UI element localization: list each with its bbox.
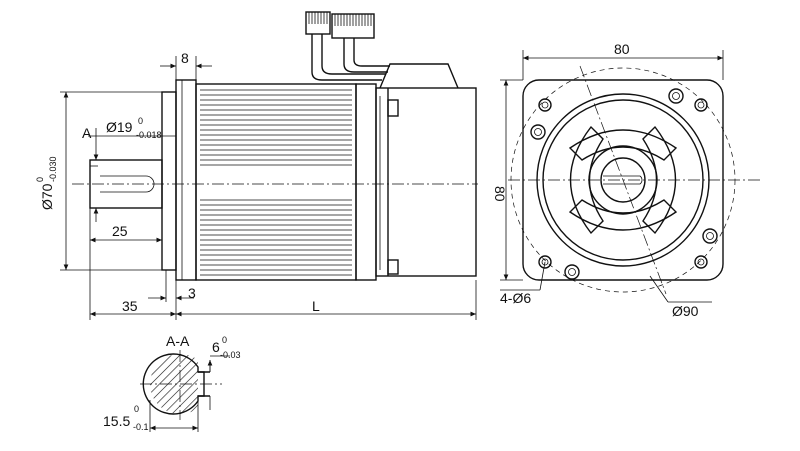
- housing-circle: [536, 93, 710, 267]
- key-depth-lower-tol: -0.1: [133, 422, 149, 432]
- key-depth-label: 15.5: [103, 413, 130, 429]
- rear-bolt-top: [387, 99, 399, 117]
- bolt-circle-label: Ø90: [672, 303, 699, 319]
- connector-plug-1: [305, 11, 331, 35]
- mount-holes: [538, 98, 708, 269]
- front-height-label: 80: [492, 186, 508, 202]
- key-length-label: 25: [112, 223, 128, 239]
- pilot-diameter-label: Ø70: [39, 183, 55, 210]
- rear-ring: [355, 83, 377, 281]
- pilot-diameter-group: Ø70 0 -0.030: [35, 156, 58, 210]
- key-width-label: 6: [212, 339, 220, 355]
- pilot-lower-tol: -0.030: [48, 156, 58, 182]
- front-width-label: 80: [614, 41, 630, 57]
- pilot-upper-tol: 0: [35, 177, 45, 182]
- hub-outer: [588, 145, 658, 215]
- side-view: 8 Ø70 0 -0.030 A Ø19 0 -0.018 25 35 3: [35, 11, 478, 320]
- front-center-diag: [579, 65, 667, 295]
- keyway: [100, 175, 155, 193]
- cable-2: [343, 38, 388, 73]
- cooling-fins: [200, 89, 352, 276]
- front-view: 80 80 4-Ø6 Ø90: [492, 41, 762, 319]
- pilot: [161, 91, 177, 271]
- section-marker-a: A: [82, 125, 92, 141]
- key-width-lower-tol: -0.03: [220, 350, 241, 360]
- section-shaft: [142, 353, 205, 415]
- hub-inner: [600, 157, 646, 203]
- section-view: A-A 6 0 -0.03 15.5 0 -0.1: [103, 333, 241, 432]
- section-title: A-A: [166, 333, 190, 349]
- flange-thickness-label: 8: [181, 50, 189, 66]
- shaft-lower-tol: -0.018: [136, 130, 162, 140]
- motor-body: [195, 83, 357, 281]
- front-height-group: 80: [492, 186, 508, 202]
- shaft-upper-tol: 0: [138, 116, 143, 126]
- connector-plug-2: [331, 13, 375, 39]
- encoder-housing: [375, 87, 477, 277]
- window-cutouts: [568, 125, 678, 235]
- boss-screws: [530, 88, 718, 280]
- shaft-length-label: 35: [122, 298, 138, 314]
- rear-bolt-bottom: [387, 259, 399, 275]
- cable-1: [311, 34, 382, 81]
- key-width-upper-tol: 0: [222, 335, 227, 345]
- connector-boss: [379, 63, 459, 89]
- key-depth-upper-tol: 0: [134, 404, 139, 414]
- flange: [175, 79, 197, 281]
- body-length-label: L: [312, 298, 320, 314]
- shaft-diameter-label: Ø19: [106, 119, 133, 135]
- flange-offset-label: 3: [188, 285, 196, 301]
- mount-holes-label: 4-Ø6: [500, 290, 531, 306]
